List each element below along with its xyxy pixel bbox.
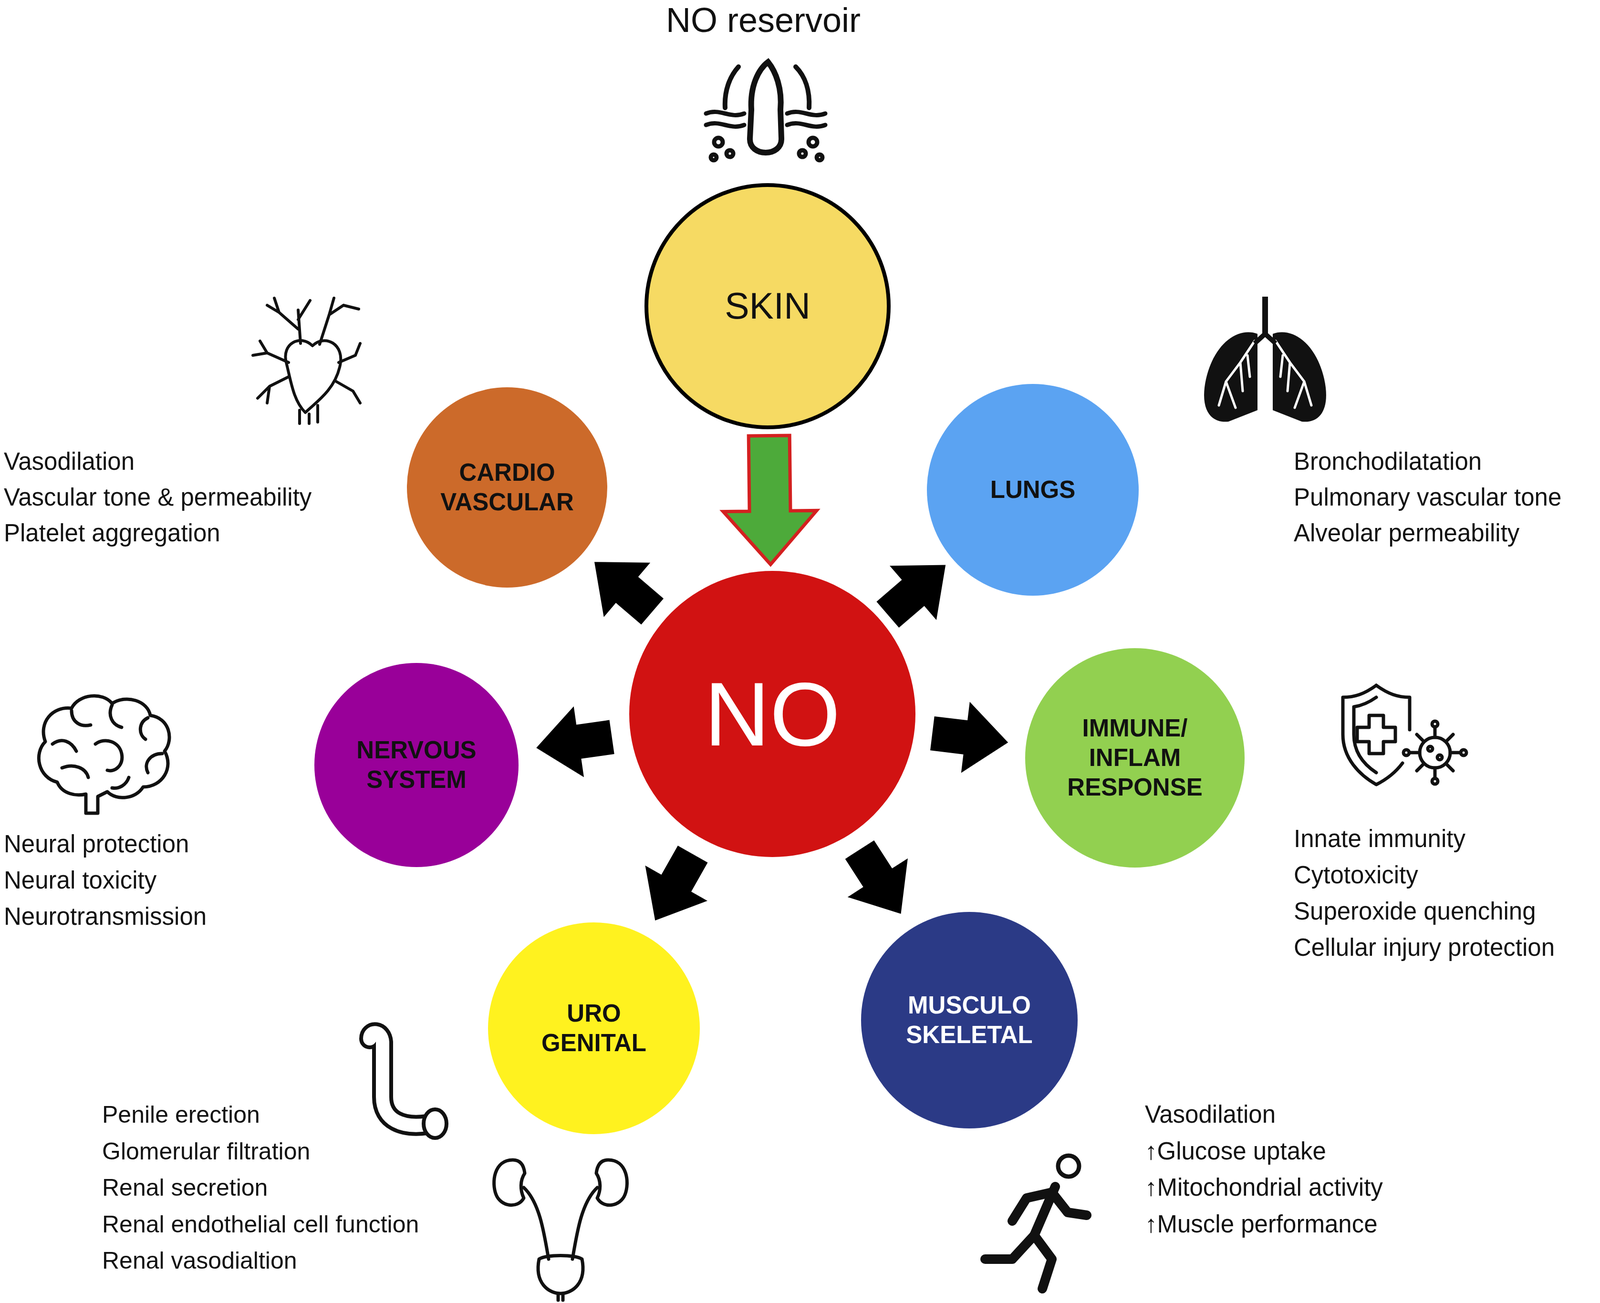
node-content: NERVOUS SYSTEM <box>314 663 519 868</box>
circle-shape <box>861 912 1078 1129</box>
function-label: Vascular tone & permeability <box>3 479 312 516</box>
circle-outline <box>1025 648 1245 868</box>
effect-arrow <box>876 564 946 628</box>
immunity-icon <box>1342 685 1467 785</box>
node-content: URO GENITAL <box>488 922 700 1135</box>
skin-icon <box>706 62 826 161</box>
node-label: SKIN <box>724 283 811 329</box>
runner-icon <box>985 1155 1087 1289</box>
organ-circle: NERVOUS SYSTEM <box>314 663 519 868</box>
effect-arrow <box>536 706 615 778</box>
circle-outline <box>629 571 916 858</box>
function-label: Glomerular filtration <box>102 1133 311 1171</box>
organ-circle: URO GENITAL <box>488 922 700 1135</box>
no-circle: NO <box>629 571 916 858</box>
circle-shape <box>406 387 608 588</box>
heading-label: NO reservoir <box>665 0 861 40</box>
effect-arrow <box>930 702 1008 774</box>
brain-icon <box>38 696 170 814</box>
skin-circle: SKIN <box>644 183 891 430</box>
circle-outline <box>861 912 1078 1129</box>
circle-shape <box>488 922 700 1135</box>
function-label: Pulmonary vascular tone <box>1293 479 1562 516</box>
function-label: Superoxide quenching <box>1293 893 1537 930</box>
function-label: Neural protection <box>3 826 189 863</box>
organ-circle: MUSCULO SKELETAL <box>861 912 1078 1129</box>
organ-circle: LUNGS <box>926 384 1139 596</box>
node-content: IMMUNE/ INFLAM RESPONSE <box>1025 648 1245 868</box>
effect-arrow <box>845 840 908 915</box>
node-content: NO <box>629 571 916 858</box>
function-label: Alveolar permeability <box>1293 515 1520 551</box>
function-label: Renal vasodialtion <box>102 1242 298 1280</box>
function-label: Vasodilation <box>1144 1096 1276 1134</box>
node-content: LUNGS <box>926 384 1139 596</box>
organ-circle: IMMUNE/ INFLAM RESPONSE <box>1025 648 1245 868</box>
organ-circle: CARDIO VASCULAR <box>406 387 608 588</box>
node-label: NO <box>704 668 841 760</box>
function-label: ↑Glucose uptake <box>1144 1133 1327 1171</box>
function-label: Neurotransmission <box>3 898 207 936</box>
function-label: Vasodilation <box>3 443 135 480</box>
node-label: LUNGS <box>990 475 1076 505</box>
circle-shape <box>314 663 519 868</box>
source-arrow <box>723 435 817 565</box>
circle-outline <box>646 185 889 428</box>
function-label: Cellular injury protection <box>1293 929 1555 967</box>
node-label: MUSCULO SKELETAL <box>905 990 1033 1050</box>
lungs-icon <box>1204 296 1327 422</box>
function-label: Platelet aggregation <box>3 515 221 551</box>
node-label: IMMUNE/ INFLAM RESPONSE <box>1067 713 1203 803</box>
effect-arrow <box>594 561 664 625</box>
node-label: NERVOUS SYSTEM <box>356 735 477 795</box>
function-label: ↑Mitochondrial activity <box>1144 1169 1383 1207</box>
function-label: Innate immunity <box>1293 820 1466 858</box>
node-label: URO GENITAL <box>541 998 647 1059</box>
effect-arrow <box>645 845 708 921</box>
circle-outline <box>488 922 700 1135</box>
function-label: Cytotoxicity <box>1293 857 1419 894</box>
function-label: Bronchodilatation <box>1293 443 1482 480</box>
node-content: MUSCULO SKELETAL <box>861 912 1078 1129</box>
function-label: Neural toxicity <box>3 862 157 899</box>
node-content: SKIN <box>644 183 891 430</box>
node-label: CARDIO VASCULAR <box>440 457 574 518</box>
penis-icon <box>369 1032 447 1139</box>
function-label: Penile erection <box>102 1096 260 1134</box>
function-label: Renal secretion <box>102 1169 268 1207</box>
circle-outline <box>314 663 519 868</box>
function-label: ↑Muscle performance <box>1144 1206 1378 1244</box>
circle-outline <box>926 384 1139 596</box>
function-label: Renal endothelial cell function <box>102 1206 419 1244</box>
node-content: CARDIO VASCULAR <box>406 387 608 588</box>
urinary-icon <box>494 1160 628 1301</box>
heart-icon <box>252 298 361 424</box>
circle-outline <box>406 387 608 588</box>
